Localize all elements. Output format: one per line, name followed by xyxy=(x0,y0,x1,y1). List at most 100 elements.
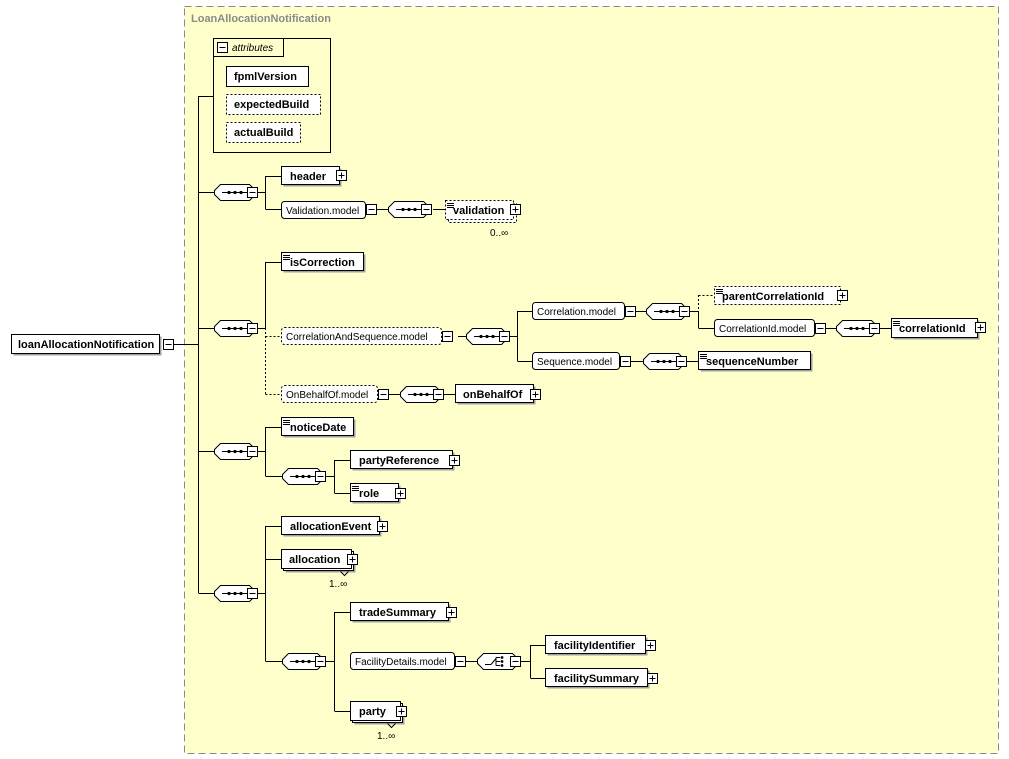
group-facilitydetails-model-label: FacilityDetails.model xyxy=(355,657,447,668)
element-onbehalfof[interactable]: onBehalfOf xyxy=(455,384,541,405)
documentation-icon xyxy=(352,486,359,491)
validation-cardinality: 0..∞ xyxy=(490,228,508,239)
plus-icon[interactable] xyxy=(449,455,460,466)
element-party[interactable]: party 1..∞ xyxy=(350,701,407,743)
allocation-cardinality: 1..∞ xyxy=(329,579,347,590)
element-facilityidentifier[interactable]: facilityIdentifier xyxy=(545,635,656,656)
element-tradesummary-label: tradeSummary xyxy=(359,607,437,619)
element-onbehalfof-label: onBehalfOf xyxy=(463,389,523,401)
element-parentcorrelationid-label: parentCorrelationId xyxy=(722,291,824,303)
element-correlationid-label: correlationId xyxy=(899,323,966,335)
element-partyreference-label: partyReference xyxy=(359,455,439,467)
minus-icon[interactable] xyxy=(442,331,453,342)
attribute-fpmlversion[interactable]: fpmlVersion xyxy=(226,66,309,87)
element-allocationevent-label: allocationEvent xyxy=(290,521,372,533)
optional-connector-lines xyxy=(265,295,714,395)
element-header-label: header xyxy=(290,171,327,183)
sequence-compositor-icon[interactable] xyxy=(282,653,326,670)
sequence-compositor-icon[interactable] xyxy=(214,585,258,602)
group-sequence-model[interactable]: Sequence.model xyxy=(532,352,631,370)
documentation-icon xyxy=(716,289,723,294)
plus-icon[interactable] xyxy=(395,488,406,499)
sequence-compositor-icon[interactable] xyxy=(466,328,510,345)
root-collapse-icon[interactable] xyxy=(163,339,174,350)
connector-lines xyxy=(174,96,891,712)
attribute-actualbuild-label: actualBuild xyxy=(234,127,293,139)
element-iscorrection-label: isCorrection xyxy=(290,257,355,269)
sequence-compositor-icon[interactable] xyxy=(400,386,444,403)
element-facilityidentifier-label: facilityIdentifier xyxy=(554,640,636,652)
plus-icon[interactable] xyxy=(647,673,658,684)
documentation-icon xyxy=(447,203,454,208)
sequence-compositor-icon[interactable] xyxy=(214,320,258,337)
attribute-expectedbuild[interactable]: expectedBuild xyxy=(226,94,321,115)
element-loanallocationnotification-label: loanAllocationNotification xyxy=(18,339,155,351)
group-facilitydetails-model[interactable]: FacilityDetails.model xyxy=(350,652,466,670)
element-partyreference[interactable]: partyReference xyxy=(350,450,460,471)
element-tradesummary[interactable]: tradeSummary xyxy=(350,602,457,623)
minus-icon[interactable] xyxy=(815,323,826,334)
sequence-compositor-icon[interactable] xyxy=(388,201,432,218)
sequence-compositor-icon[interactable] xyxy=(214,443,258,460)
minus-icon[interactable] xyxy=(625,306,636,317)
attribute-actualbuild[interactable]: actualBuild xyxy=(226,122,301,143)
element-allocationevent[interactable]: allocationEvent xyxy=(281,516,388,537)
element-noticedate[interactable]: noticeDate xyxy=(281,417,356,438)
plus-icon[interactable] xyxy=(645,640,656,651)
element-allocation[interactable]: allocation 1..∞ xyxy=(281,549,358,591)
group-correlationid-model[interactable]: CorrelationId.model xyxy=(714,319,826,337)
documentation-icon xyxy=(700,354,707,359)
minus-icon[interactable] xyxy=(620,356,631,367)
element-sequencenumber-label: sequenceNumber xyxy=(706,356,799,368)
group-onbehalfof-model[interactable]: OnBehalfOf.model xyxy=(281,385,389,403)
element-sequencenumber[interactable]: sequenceNumber xyxy=(698,351,813,372)
element-loanallocationnotification[interactable]: loanAllocationNotification xyxy=(11,334,162,356)
attributes-tab xyxy=(213,38,284,57)
element-header[interactable]: header xyxy=(281,166,347,187)
plus-icon[interactable] xyxy=(510,204,521,215)
plus-icon[interactable] xyxy=(975,322,986,333)
element-facilitysummary-label: facilitySummary xyxy=(554,673,640,685)
element-validation-label: validation xyxy=(453,205,505,217)
minus-icon[interactable] xyxy=(455,656,466,667)
plus-icon[interactable] xyxy=(347,554,358,565)
documentation-icon xyxy=(893,321,900,326)
group-correlationandsequence-model[interactable]: CorrelationAndSequence.model xyxy=(281,327,453,345)
sequence-compositor-icon[interactable] xyxy=(282,468,326,485)
element-parentcorrelationid[interactable]: parentCorrelationId xyxy=(714,286,848,305)
group-correlationid-model-label: CorrelationId.model xyxy=(719,324,806,335)
sequence-compositor-icon[interactable] xyxy=(643,353,687,370)
element-noticedate-label: noticeDate xyxy=(290,422,346,434)
sequence-compositor-icon[interactable] xyxy=(646,303,690,320)
plus-icon[interactable] xyxy=(837,290,848,301)
element-role-label: role xyxy=(359,488,379,500)
group-correlationandsequence-model-label: CorrelationAndSequence.model xyxy=(286,332,428,343)
choice-compositor-icon[interactable] xyxy=(477,653,521,670)
attributes-collapse-icon[interactable] xyxy=(217,42,228,53)
element-role[interactable]: role xyxy=(350,483,406,504)
element-validation[interactable]: validation 0..∞ xyxy=(445,200,521,240)
attribute-fpmlversion-label: fpmlVersion xyxy=(234,71,297,83)
sequence-compositor-icon[interactable] xyxy=(836,320,880,337)
plus-icon[interactable] xyxy=(377,521,388,532)
plus-icon[interactable] xyxy=(336,170,347,181)
documentation-icon xyxy=(283,255,290,260)
party-cardinality: 1..∞ xyxy=(377,731,395,742)
sequence-compositor-icon[interactable] xyxy=(214,184,258,201)
element-facilitysummary[interactable]: facilitySummary xyxy=(545,668,658,689)
attributes-title: attributes xyxy=(232,43,273,54)
element-correlationid[interactable]: correlationId xyxy=(891,318,986,340)
group-title: LoanAllocationNotification xyxy=(191,13,331,25)
minus-icon[interactable] xyxy=(378,389,389,400)
element-iscorrection[interactable]: isCorrection xyxy=(281,252,366,273)
group-correlation-model[interactable]: Correlation.model xyxy=(532,302,636,320)
element-party-label: party xyxy=(359,706,387,718)
plus-icon[interactable] xyxy=(446,607,457,618)
plus-icon[interactable] xyxy=(530,389,541,400)
element-allocation-label: allocation xyxy=(289,554,341,566)
group-sequence-model-label: Sequence.model xyxy=(537,357,612,368)
minus-icon[interactable] xyxy=(366,204,377,215)
group-validation-model[interactable]: Validation.model xyxy=(281,201,377,219)
plus-icon[interactable] xyxy=(396,706,407,717)
